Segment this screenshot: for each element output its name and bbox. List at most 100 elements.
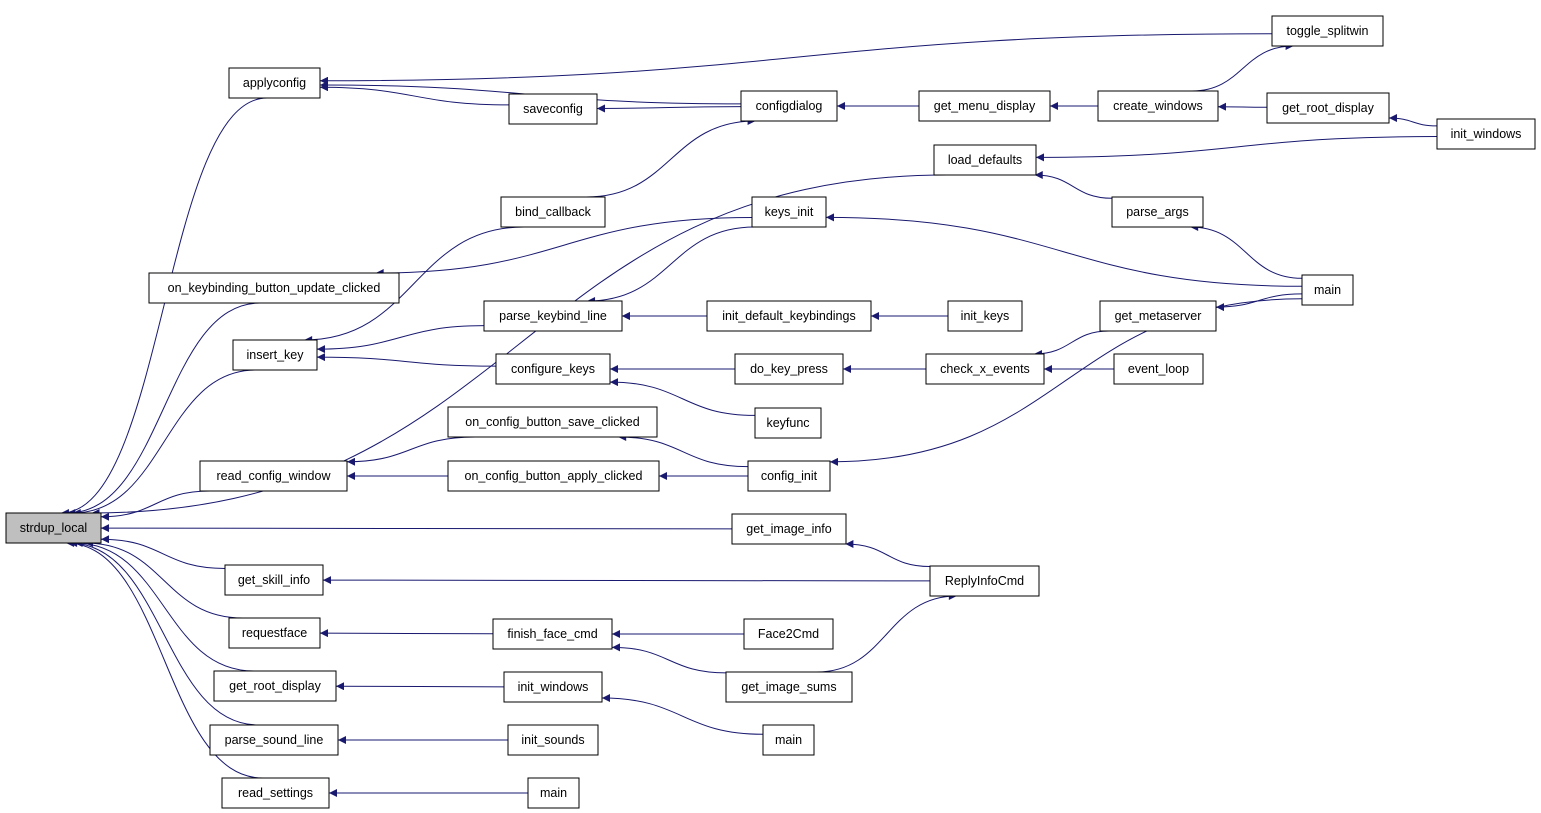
edge-get_image_info-to-strdup_local bbox=[100, 524, 733, 533]
edge-ReplyInfoCmd-to-get_skill_info bbox=[322, 576, 931, 585]
node-read_config_window[interactable]: read_config_window bbox=[199, 460, 348, 492]
edge-main_r-to-keys_init bbox=[825, 213, 1303, 287]
node-label: parse_keybind_line bbox=[499, 309, 607, 323]
node-parse_keybind_line[interactable]: parse_keybind_line bbox=[483, 300, 623, 332]
node-on_config_apply[interactable]: on_config_button_apply_clicked bbox=[447, 460, 660, 492]
node-box bbox=[918, 90, 1051, 122]
node-get_root_display[interactable]: get_root_display bbox=[213, 670, 337, 702]
node-label: configure_keys bbox=[511, 362, 595, 376]
node-parse_sound_line[interactable]: parse_sound_line bbox=[209, 724, 339, 756]
edge-configdialog-to-saveconfig bbox=[596, 104, 742, 113]
edge-insert_key-to-strdup_local bbox=[72, 369, 256, 517]
node-box bbox=[492, 618, 613, 650]
node-box bbox=[929, 565, 1040, 597]
node-on_config_save[interactable]: on_config_button_save_clicked bbox=[447, 406, 658, 438]
node-label: init_windows bbox=[518, 680, 589, 694]
node-box bbox=[740, 90, 838, 122]
node-on_keybinding[interactable]: on_keybinding_button_update_clicked bbox=[148, 272, 400, 304]
node-label: Face2Cmd bbox=[758, 627, 819, 641]
edge-get_root_display-to-strdup_local bbox=[74, 539, 254, 672]
node-box bbox=[527, 777, 580, 809]
edge-read_settings-to-strdup_local bbox=[66, 539, 263, 779]
node-label: check_x_events bbox=[940, 362, 1030, 376]
node-toggle_splitwin[interactable]: toggle_splitwin bbox=[1271, 15, 1384, 47]
node-main_m[interactable]: main bbox=[762, 724, 815, 756]
node-box bbox=[1097, 90, 1219, 122]
node-box bbox=[224, 564, 324, 596]
node-label: init_keys bbox=[961, 309, 1010, 323]
node-init_windows_r[interactable]: init_windows bbox=[1436, 118, 1536, 150]
node-label: config_init bbox=[761, 469, 818, 483]
node-label: configdialog bbox=[756, 99, 823, 113]
node-applyconfig[interactable]: applyconfig bbox=[228, 67, 321, 99]
node-label: get_root_display bbox=[1282, 101, 1374, 115]
node-keys_init[interactable]: keys_init bbox=[751, 196, 827, 228]
node-get_metaserver[interactable]: get_metaserver bbox=[1099, 300, 1217, 332]
edge-on_keybinding-to-strdup_local bbox=[67, 302, 261, 517]
node-get_image_sums[interactable]: get_image_sums bbox=[725, 671, 853, 703]
node-create_windows[interactable]: create_windows bbox=[1097, 90, 1219, 122]
node-main_b[interactable]: main bbox=[527, 777, 580, 809]
node-label: create_windows bbox=[1113, 99, 1203, 113]
node-get_image_info[interactable]: get_image_info bbox=[731, 513, 847, 545]
edge-config_init-to-on_config_save bbox=[618, 433, 749, 468]
node-label: on_config_button_save_clicked bbox=[465, 415, 639, 429]
node-label: event_loop bbox=[1128, 362, 1189, 376]
node-init_sounds[interactable]: init_sounds bbox=[507, 724, 599, 756]
node-parse_args[interactable]: parse_args bbox=[1111, 196, 1204, 228]
node-box bbox=[706, 300, 872, 332]
node-strdup_local[interactable]: strdup_local bbox=[5, 512, 102, 544]
node-main_r[interactable]: main bbox=[1301, 274, 1354, 306]
node-load_defaults[interactable]: load_defaults bbox=[933, 144, 1037, 176]
node-box bbox=[148, 272, 400, 304]
node-box bbox=[500, 196, 606, 228]
edge-requestface-to-strdup_local bbox=[85, 539, 243, 619]
node-saveconfig[interactable]: saveconfig bbox=[508, 93, 598, 125]
node-read_settings[interactable]: read_settings bbox=[221, 777, 330, 809]
node-ReplyInfoCmd[interactable]: ReplyInfoCmd bbox=[929, 565, 1040, 597]
node-insert_key[interactable]: insert_key bbox=[232, 339, 318, 371]
node-init_windows[interactable]: init_windows bbox=[503, 671, 603, 703]
node-configdialog[interactable]: configdialog bbox=[740, 90, 838, 122]
node-event_loop[interactable]: event_loop bbox=[1113, 353, 1204, 385]
edge-get_image_sums-to-ReplyInfoCmd bbox=[816, 592, 957, 673]
node-keyfunc[interactable]: keyfunc bbox=[754, 407, 822, 439]
node-box bbox=[751, 196, 827, 228]
node-label: parse_args bbox=[1126, 205, 1189, 219]
edge-parse_args-to-load_defaults bbox=[1034, 171, 1113, 199]
node-requestface[interactable]: requestface bbox=[228, 617, 321, 649]
node-label: strdup_local bbox=[20, 521, 87, 535]
node-box bbox=[734, 353, 844, 385]
node-box bbox=[447, 460, 660, 492]
node-box bbox=[1113, 353, 1204, 385]
node-label: read_config_window bbox=[217, 469, 332, 483]
node-box bbox=[1111, 196, 1204, 228]
edge-parse_sound_line-to-strdup_local bbox=[69, 539, 259, 726]
edge-init_windows_r-to-load_defaults bbox=[1035, 136, 1438, 162]
node-box bbox=[762, 724, 815, 756]
node-bind_callback[interactable]: bind_callback bbox=[500, 196, 606, 228]
edge-load_defaults-to-strdup_local bbox=[91, 174, 948, 517]
edge-ReplyInfoCmd-to-get_image_info bbox=[845, 540, 931, 568]
node-get_menu_display[interactable]: get_menu_display bbox=[918, 90, 1051, 122]
node-label: keyfunc bbox=[766, 416, 809, 430]
node-label: get_image_sums bbox=[741, 680, 836, 694]
node-box bbox=[447, 406, 658, 438]
node-init_default_keybindings[interactable]: init_default_keybindings bbox=[706, 300, 872, 332]
node-label: requestface bbox=[242, 626, 307, 640]
node-init_keys[interactable]: init_keys bbox=[947, 300, 1023, 332]
node-label: bind_callback bbox=[515, 205, 591, 219]
node-get_skill_info[interactable]: get_skill_info bbox=[224, 564, 324, 596]
node-label: get_metaserver bbox=[1115, 309, 1202, 323]
node-finish_face_cmd[interactable]: finish_face_cmd bbox=[492, 618, 613, 650]
node-do_key_press[interactable]: do_key_press bbox=[734, 353, 844, 385]
node-label: main bbox=[1314, 283, 1341, 297]
node-Face2Cmd[interactable]: Face2Cmd bbox=[743, 618, 834, 650]
node-get_root_display_r[interactable]: get_root_display bbox=[1266, 92, 1390, 124]
node-check_x_events[interactable]: check_x_events bbox=[925, 353, 1045, 385]
node-config_init[interactable]: config_init bbox=[747, 460, 831, 492]
node-box bbox=[1271, 15, 1384, 47]
node-label: read_settings bbox=[238, 786, 313, 800]
node-configure_keys[interactable]: configure_keys bbox=[495, 353, 611, 385]
